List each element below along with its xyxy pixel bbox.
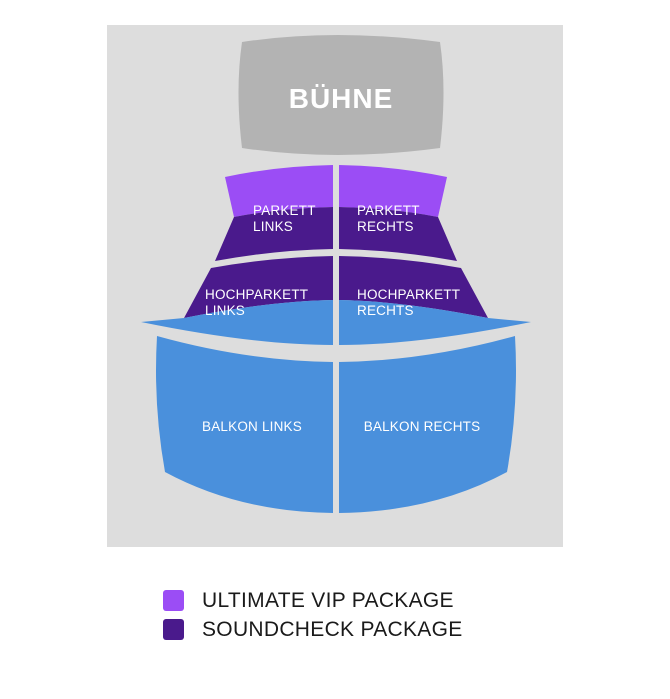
venue-panel: BÜHNE PARKETT LINKS PARKETT RECHTS (107, 25, 563, 547)
parkett-rechts-soundcheck-tier[interactable] (339, 207, 457, 261)
legend: ULTIMATE VIP PACKAGE SOUNDCHECK PACKAGE (163, 586, 583, 644)
parkett-links-label-line1: PARKETT (253, 203, 316, 218)
legend-item-soundcheck: SOUNDCHECK PACKAGE (163, 615, 583, 644)
section-balkon-links[interactable]: BALKON LINKS (156, 336, 333, 513)
hochparkett-rechts-label-line1: HOCHPARKETT (357, 287, 460, 302)
balkon-links-label: BALKON LINKS (202, 419, 302, 434)
hochparkett-links-label-line2: LINKS (205, 303, 245, 318)
stage-label: BÜHNE (289, 83, 394, 114)
legend-label-ultimate-vip: ULTIMATE VIP PACKAGE (202, 588, 454, 612)
legend-swatch-soundcheck (163, 619, 184, 640)
stage-area: BÜHNE (238, 35, 444, 155)
hochparkett-links-standard-tier[interactable] (141, 300, 333, 345)
section-hochparkett-rechts[interactable]: HOCHPARKETT RECHTS (339, 256, 531, 345)
parkett-rechts-label-line1: PARKETT (357, 203, 420, 218)
hochparkett-links-label-line1: HOCHPARKETT (205, 287, 308, 302)
parkett-rechts-vip-tier[interactable] (339, 165, 447, 217)
hochparkett-rechts-standard-tier[interactable] (339, 300, 531, 345)
balkon-rechts-label: BALKON RECHTS (364, 419, 481, 434)
section-balkon-rechts[interactable]: BALKON RECHTS (339, 336, 516, 513)
parkett-links-vip-tier[interactable] (225, 165, 333, 217)
legend-swatch-ultimate-vip (163, 590, 184, 611)
legend-label-soundcheck: SOUNDCHECK PACKAGE (202, 617, 463, 641)
parkett-links-soundcheck-tier[interactable] (215, 207, 333, 261)
balkon-rechts-shape[interactable] (339, 336, 516, 513)
parkett-rechts-label-line2: RECHTS (357, 219, 414, 234)
section-parkett-rechts[interactable]: PARKETT RECHTS (339, 165, 457, 261)
hochparkett-rechts-label-line2: RECHTS (357, 303, 414, 318)
hochparkett-links-soundcheck-tier[interactable] (184, 256, 333, 318)
balkon-links-shape[interactable] (156, 336, 333, 513)
venue-map: BÜHNE PARKETT LINKS PARKETT RECHTS (141, 35, 531, 513)
parkett-links-label-line2: LINKS (253, 219, 293, 234)
stage-shape (238, 35, 444, 155)
section-parkett-links[interactable]: PARKETT LINKS (215, 165, 333, 261)
legend-item-ultimate-vip: ULTIMATE VIP PACKAGE (163, 586, 583, 615)
section-hochparkett-links[interactable]: HOCHPARKETT LINKS (141, 256, 333, 345)
hochparkett-rechts-soundcheck-tier[interactable] (339, 256, 488, 318)
